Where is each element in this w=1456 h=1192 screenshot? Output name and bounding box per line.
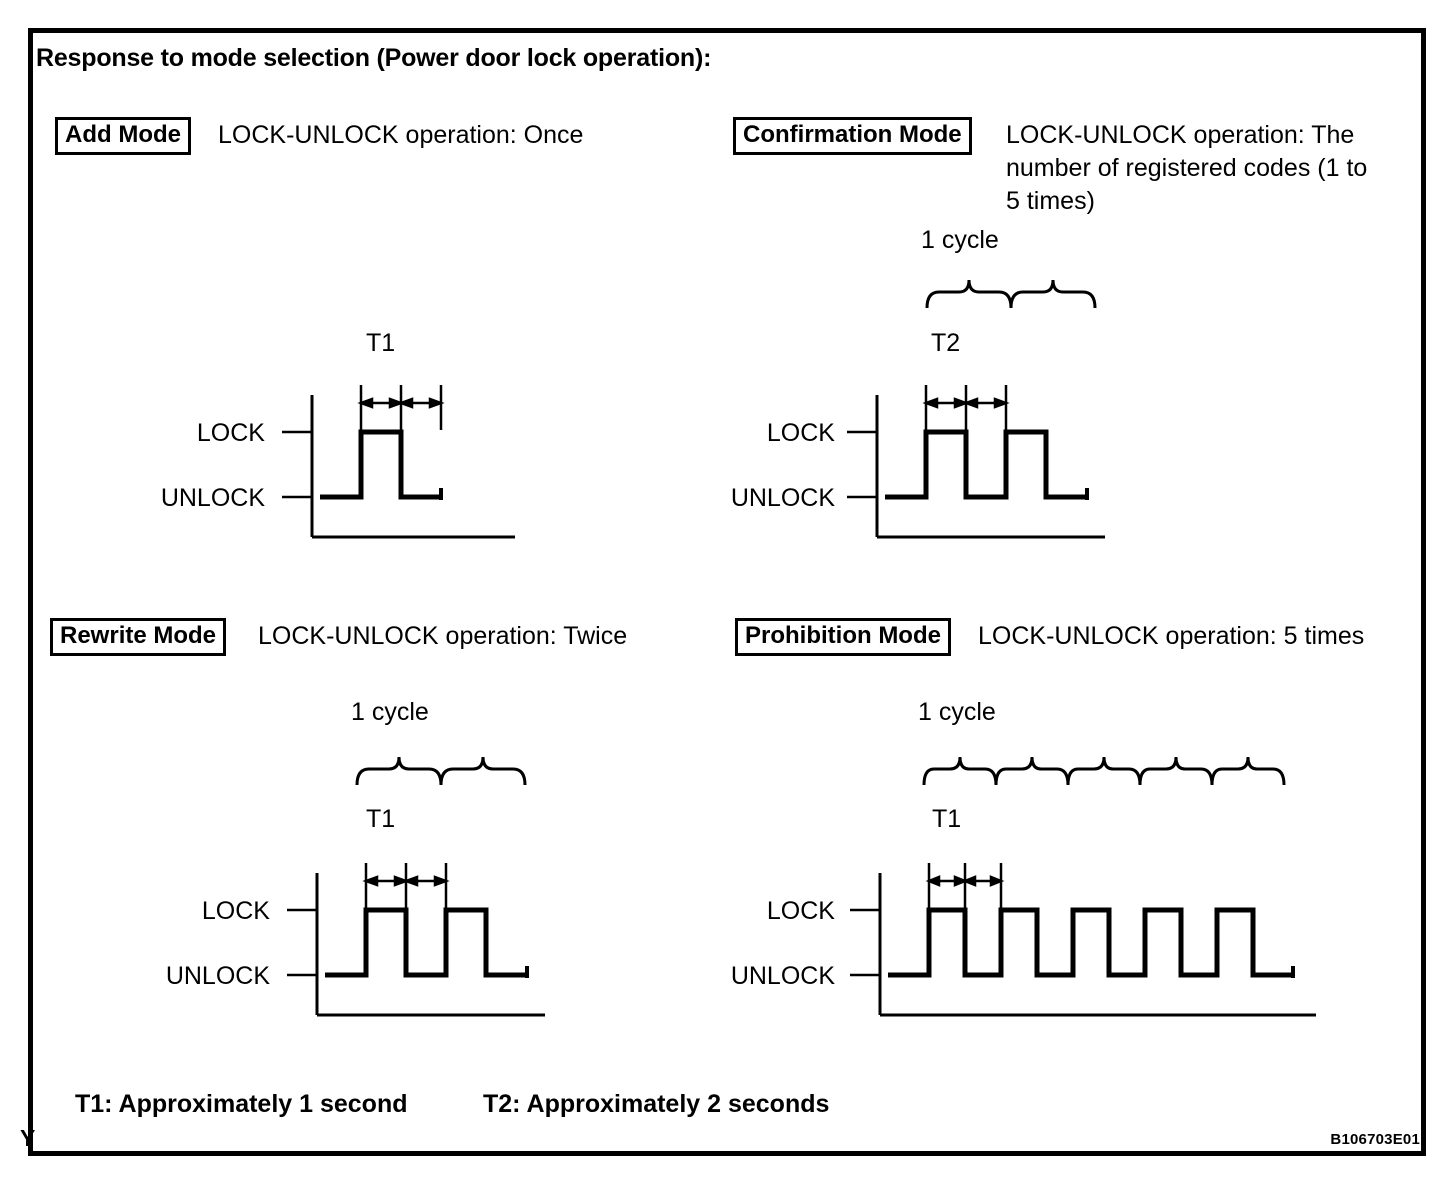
document-reference-code: B106703E01 bbox=[1330, 1131, 1420, 1148]
cycle-brace-prohibition-mode bbox=[922, 756, 1286, 786]
axis-label-lock-rewrite-mode: LOCK bbox=[201, 897, 270, 925]
mode-description-prohibition-mode: LOCK-UNLOCK operation: 5 times bbox=[978, 622, 1365, 650]
page-title: Response to mode selection (Power door l… bbox=[36, 44, 712, 72]
mode-description-rewrite-mode: LOCK-UNLOCK operation: Twice bbox=[258, 622, 628, 650]
waveform-rewrite-mode bbox=[287, 863, 545, 1017]
timing-label-rewrite-mode: T1 bbox=[366, 805, 396, 833]
axis-label-lock-add-mode: LOCK bbox=[196, 419, 265, 447]
waveform-prohibition-mode bbox=[850, 863, 1316, 1017]
diagram-frame bbox=[28, 28, 1426, 1156]
cycle-brace-rewrite-mode bbox=[355, 756, 527, 786]
axis-label-unlock-confirmation-mode: UNLOCK bbox=[730, 484, 835, 512]
mode-label-confirmation-mode: Confirmation Mode bbox=[733, 117, 972, 155]
mode-label-add-mode: Add Mode bbox=[55, 117, 191, 155]
mode-label-prohibition-mode: Prohibition Mode bbox=[735, 618, 951, 656]
footer-note-t1: T1: Approximately 1 second bbox=[75, 1090, 408, 1118]
cycle-brace-confirmation-mode bbox=[925, 279, 1097, 309]
timing-label-confirmation-mode: T2 bbox=[931, 329, 961, 357]
cycle-label-rewrite-mode: 1 cycle bbox=[351, 698, 429, 726]
mode-label-rewrite-mode: Rewrite Mode bbox=[50, 618, 227, 656]
mode-description-add-mode: LOCK-UNLOCK operation: Once bbox=[218, 121, 584, 149]
corner-mark: Y bbox=[20, 1125, 36, 1151]
footer-note-t2: T2: Approximately 2 seconds bbox=[483, 1090, 830, 1118]
waveform-confirmation-mode bbox=[847, 385, 1105, 539]
waveform-add-mode bbox=[282, 385, 515, 539]
axis-label-lock-prohibition-mode: LOCK bbox=[766, 897, 835, 925]
axis-label-unlock-rewrite-mode: UNLOCK bbox=[165, 962, 270, 990]
cycle-label-prohibition-mode: 1 cycle bbox=[918, 698, 996, 726]
cycle-label-confirmation-mode: 1 cycle bbox=[921, 226, 999, 254]
axis-label-unlock-prohibition-mode: UNLOCK bbox=[730, 962, 835, 990]
mode-description-confirmation-mode: LOCK-UNLOCK operation: The number of reg… bbox=[1006, 121, 1368, 215]
axis-label-unlock-add-mode: UNLOCK bbox=[160, 484, 265, 512]
timing-label-add-mode: T1 bbox=[366, 329, 396, 357]
timing-label-prohibition-mode: T1 bbox=[932, 805, 962, 833]
axis-label-lock-confirmation-mode: LOCK bbox=[766, 419, 835, 447]
